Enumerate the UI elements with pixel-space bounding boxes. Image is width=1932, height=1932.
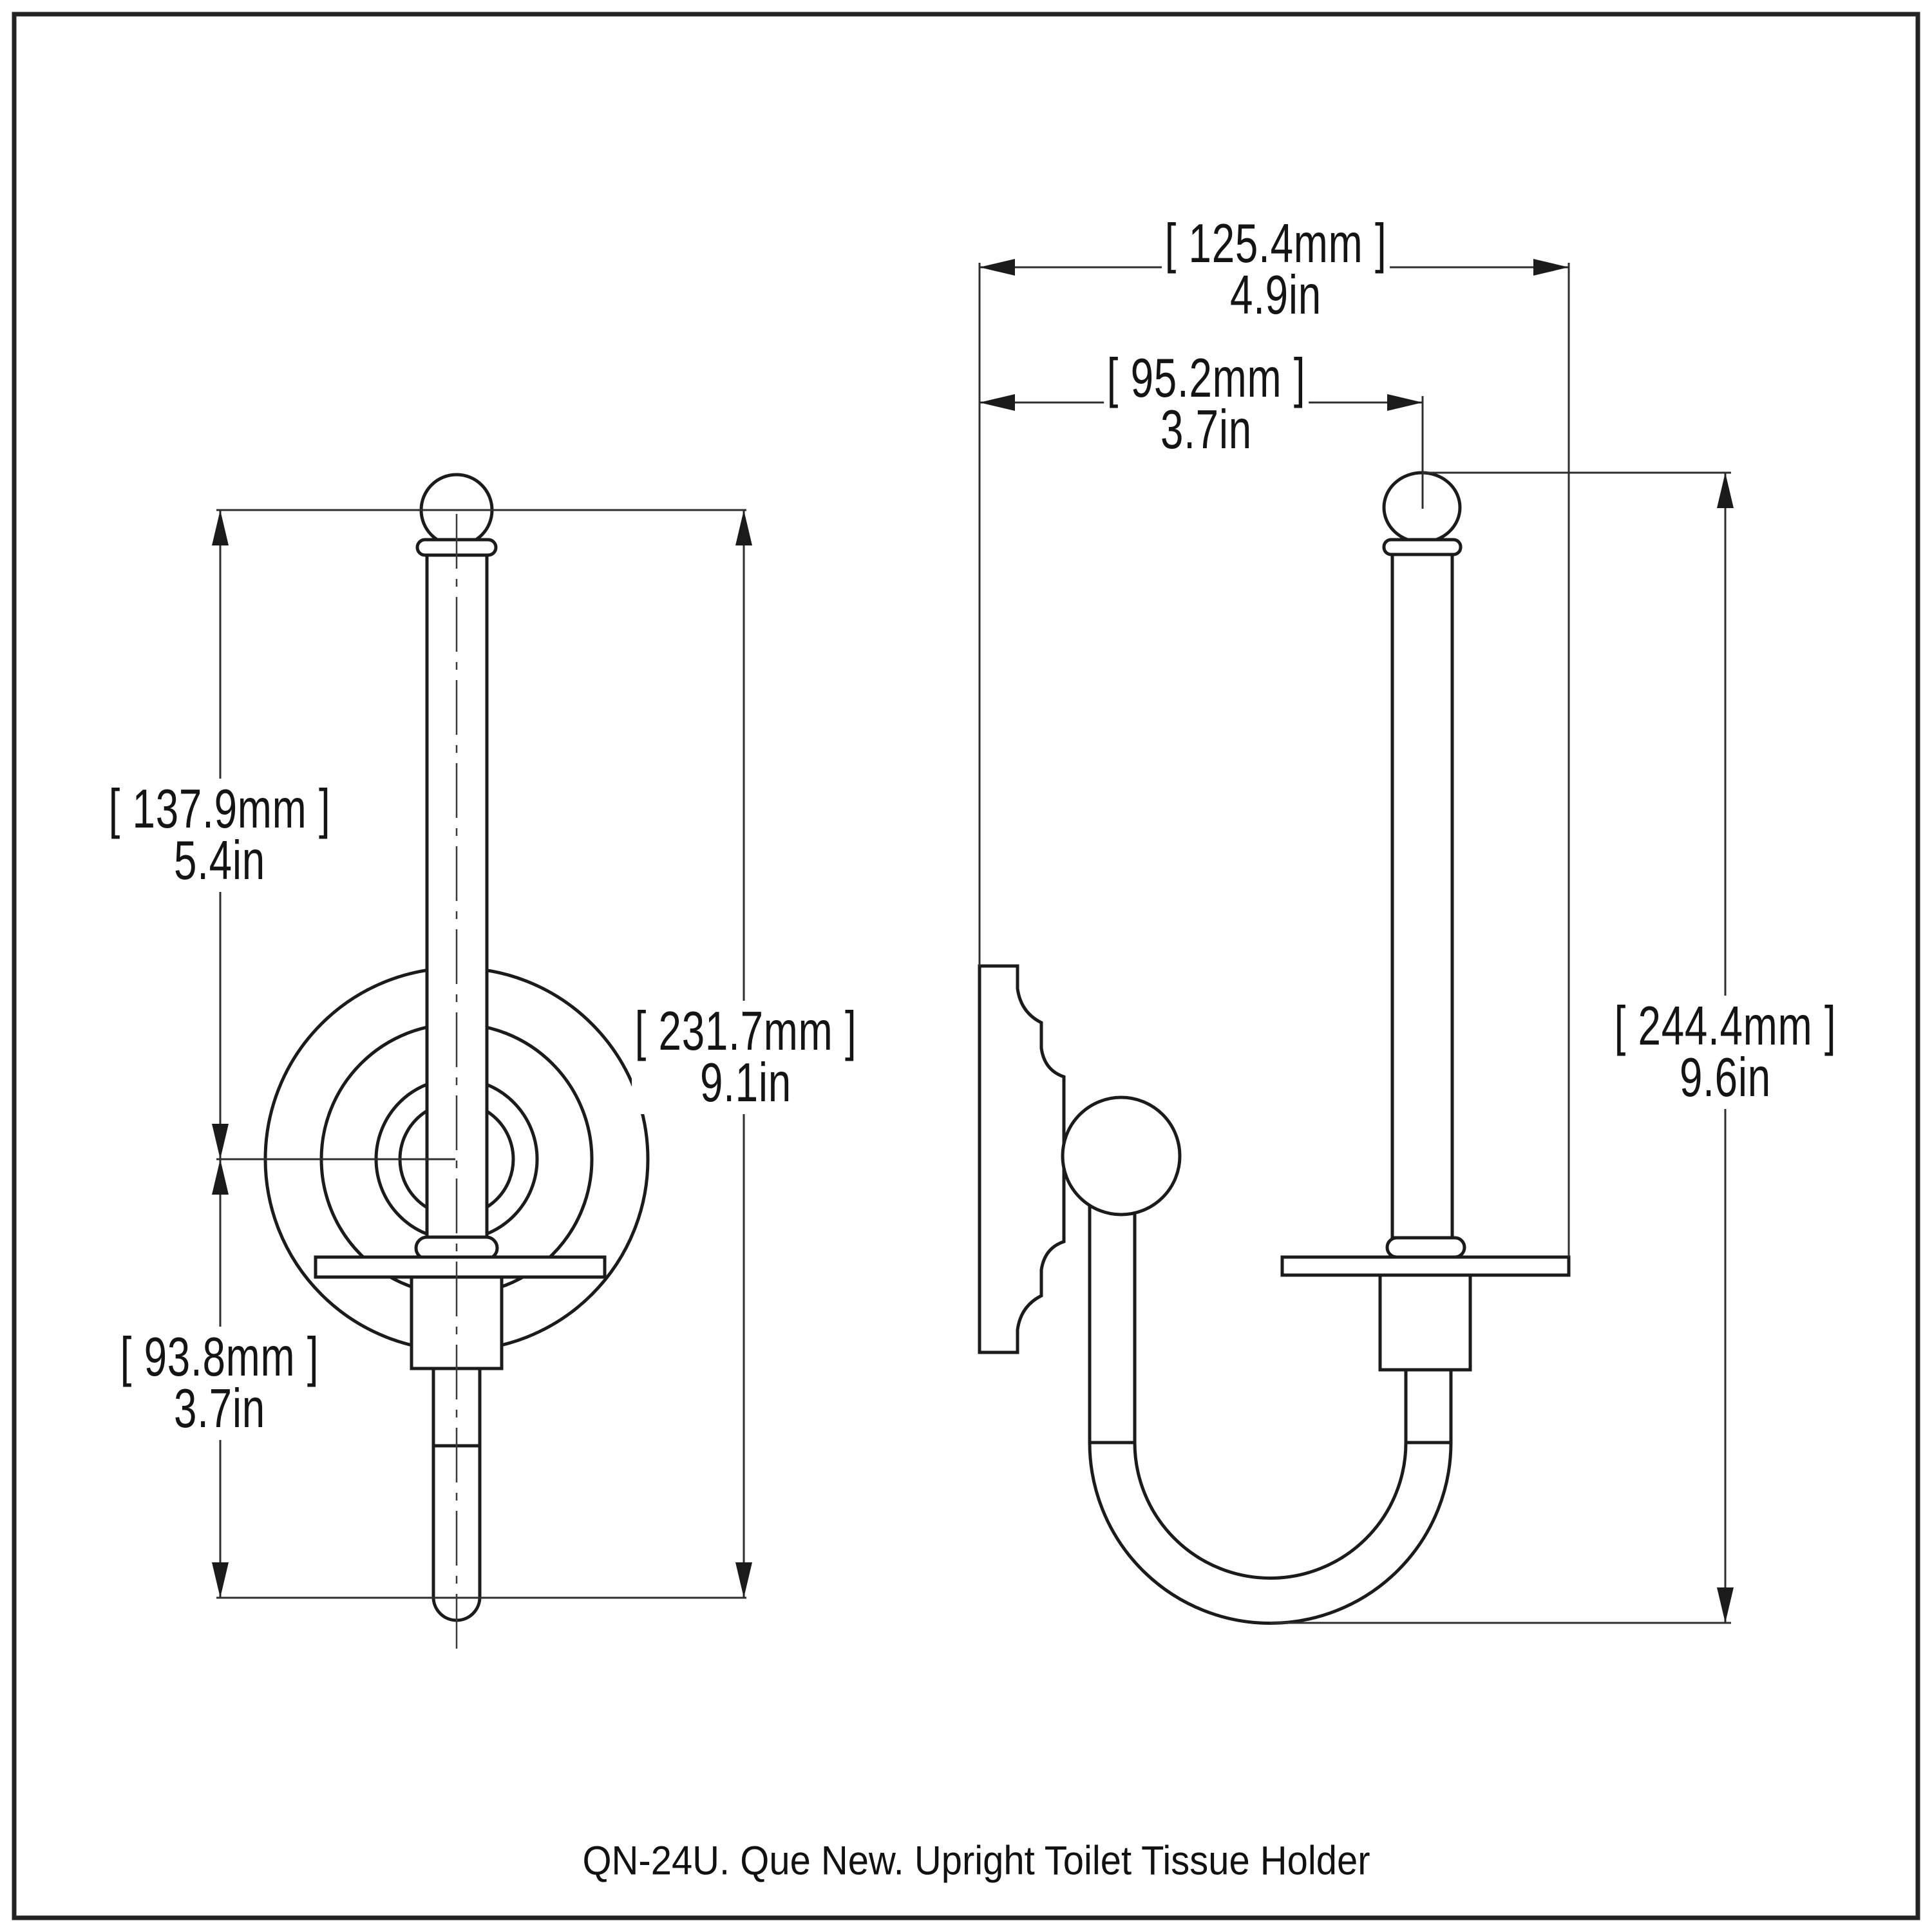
dimension-arrows [212,259,1734,1623]
dim-label-front-lower-height: [ 93.8mm ] 3.7in [117,1327,322,1440]
sheet-border [12,12,1920,1920]
arrow-front-left-top [212,510,229,545]
dim-value-mm: [ 231.7mm ] [634,1001,857,1062]
side-mount-block [1378,1273,1472,1372]
dim-label-side-total-height: [ 244.4mm ] 9.6in [1611,996,1839,1109]
dim-value-in: 5.4in [174,830,265,891]
side-u-bend [1088,1441,1453,1625]
arrow-front-left-mid-down [212,1124,229,1159]
dim-label-side-post-offset: [ 95.2mm ] 3.7in [1104,348,1309,461]
arrow-side-depth-left [980,259,1015,276]
dim-label-front-total-height: [ 231.7mm ] 9.1in [632,1001,860,1114]
side-pivot-ball [1061,1095,1182,1217]
side-post [1390,553,1454,1240]
arrow-front-left-mid-up [212,1159,229,1195]
arrow-side-offset-left [980,394,1015,411]
arrow-side-height-bottom [1717,1587,1734,1623]
dim-value-in: 3.7in [174,1378,265,1439]
dim-value-mm: [ 95.2mm ] [1106,348,1306,409]
dimension-lines [216,263,1731,1624]
arrow-side-height-top [1717,473,1734,508]
dim-value-in: 9.1in [700,1052,791,1113]
dim-label-front-upper-height: [ 137.9mm ] 5.4in [106,779,334,892]
side-wall-plate [978,964,1066,1354]
dim-value-in: 4.9in [1230,265,1321,326]
drawing-caption: QN-24U. Que New. Upright Toilet Tissue H… [582,1838,1370,1884]
side-collar [1385,1236,1466,1259]
dim-value-in: 9.6in [1680,1047,1771,1108]
side-spindle [1404,1368,1453,1444]
side-mount-plate [1280,1255,1571,1277]
dim-value-in: 3.7in [1160,399,1252,460]
arrow-side-depth-right [1533,259,1569,276]
dim-label-side-total-depth: [ 125.4mm ] 4.9in [1162,213,1390,327]
arrow-front-right-bottom [735,1562,752,1598]
dim-value-mm: [ 93.8mm ] [120,1327,319,1388]
side-finial-flange [1382,538,1463,556]
arrow-side-offset-right [1387,394,1423,411]
dim-value-mm: [ 244.4mm ] [1614,996,1837,1057]
arrow-front-left-bottom [212,1562,229,1598]
front-mount-plate [314,1255,607,1279]
side-arm [1088,1172,1137,1443]
side-view [978,471,1571,1625]
front-view [263,473,650,1622]
dim-value-mm: [ 137.9mm ] [108,779,331,840]
dim-value-mm: [ 125.4mm ] [1164,213,1387,274]
arrow-front-right-top [735,510,752,545]
